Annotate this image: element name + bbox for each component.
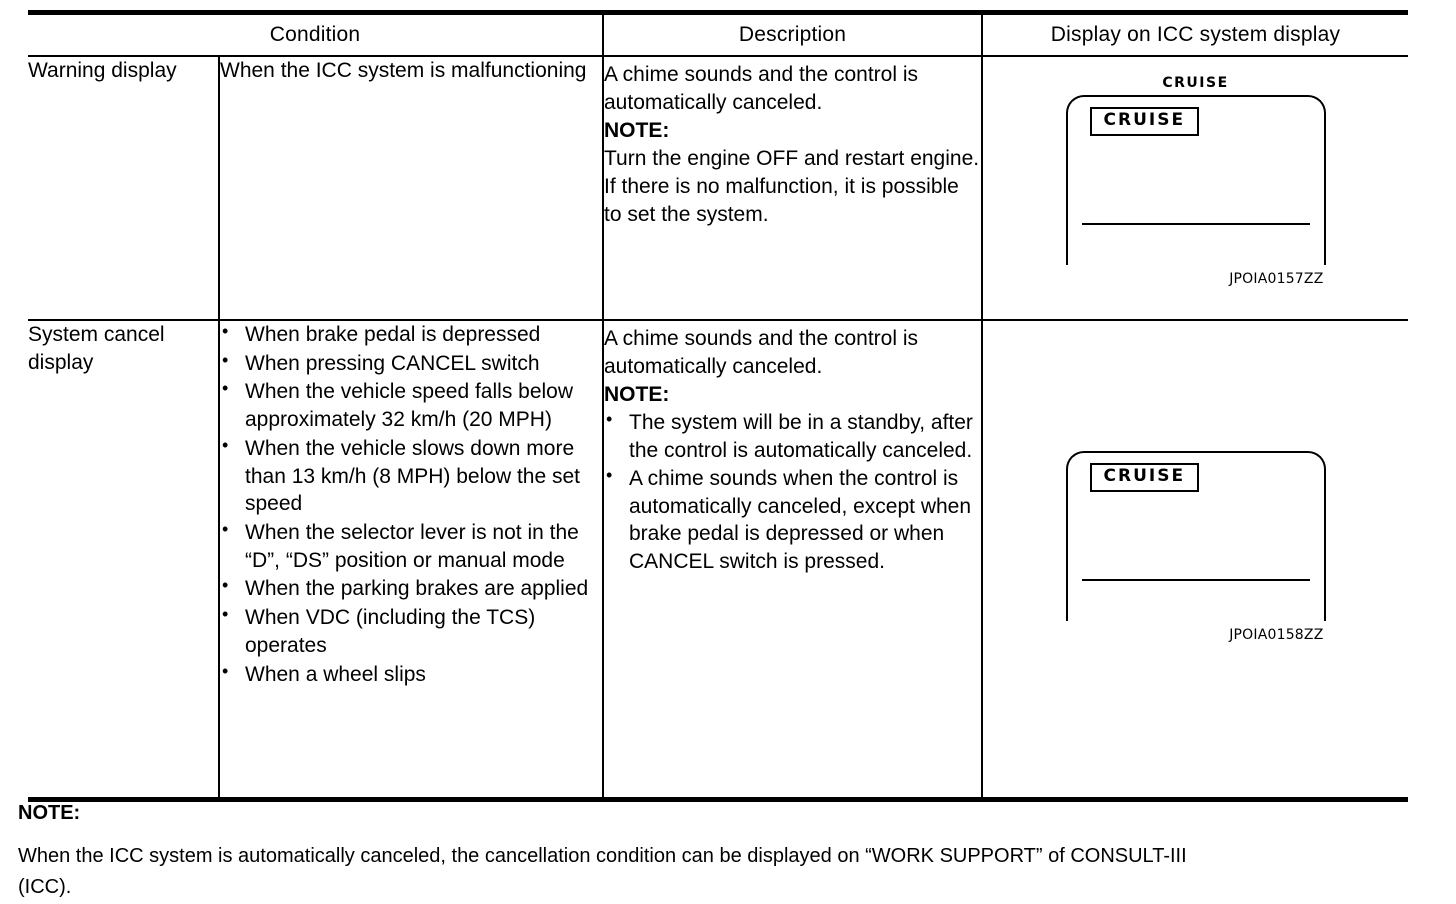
footer-note-line-1: When the ICC system is automatically can… (18, 845, 1187, 867)
footer-note-line-2: (ICC). (18, 876, 72, 898)
list-item: A chime sounds when the control is autom… (604, 464, 981, 577)
cruise-indicator-box: CRUISE (1089, 463, 1200, 492)
row-condition-system-cancel-display: When brake pedal is depressed When press… (219, 320, 604, 802)
row-condition-warning-display: When the ICC system is malfunctioning (219, 56, 604, 321)
description-note-text: Turn the engine OFF and restart engine. … (604, 146, 980, 226)
table-row: System cancel display When brake pedal i… (28, 320, 1408, 802)
screen-divider-line (1081, 223, 1310, 225)
screen-divider-line (1081, 579, 1310, 581)
cruise-indicator-box: CRUISE (1089, 107, 1200, 136)
list-item: The system will be in a standby, after t… (604, 408, 981, 465)
list-item: When a wheel slips (220, 660, 602, 689)
icc-screen-outline: CRUISE (1065, 95, 1326, 265)
row-label-warning-display: Warning display (28, 56, 220, 321)
cruise-top-label: CRUISE (1162, 75, 1229, 91)
icc-display-conditions-table: Condition Description Display on ICC sys… (28, 10, 1408, 802)
row-description-system-cancel-display: A chime sounds and the control is automa… (603, 320, 983, 802)
row-description-warning-display: A chime sounds and the control is automa… (603, 56, 983, 321)
description-note-bullet-list: The system will be in a standby, after t… (604, 408, 981, 577)
table-row: Warning display When the ICC system is m… (28, 56, 1408, 321)
header-display: Display on ICC system display (982, 10, 1408, 57)
description-intro: A chime sounds and the control is automa… (604, 327, 919, 378)
table-header-row: Condition Description Display on ICC sys… (28, 10, 1408, 57)
row-display-warning-display: CRUISE CRUISE JPOIA0157ZZ (982, 56, 1408, 321)
footer-note-text: When the ICC system is automatically can… (18, 841, 1420, 903)
list-item: When VDC (including the TCS) operates (220, 603, 602, 659)
icc-display-figure-2: CRUISE JPOIA0158ZZ (1065, 431, 1326, 643)
header-condition: Condition (28, 10, 604, 57)
figure-code: JPOIA0158ZZ (1229, 627, 1324, 643)
figure-code: JPOIA0157ZZ (1229, 271, 1324, 287)
list-item: When the parking brakes are applied (220, 574, 602, 603)
header-description: Description (603, 10, 983, 57)
icc-display-figure-1: CRUISE CRUISE JPOIA0157ZZ (1065, 75, 1326, 287)
row-label-system-cancel-display: System cancel display (28, 320, 220, 802)
icc-screen-outline: CRUISE (1065, 451, 1326, 621)
description-note-label: NOTE: (604, 382, 670, 406)
description-intro: A chime sounds and the control is automa… (604, 63, 919, 114)
description-note-label: NOTE: (604, 118, 670, 142)
footer-note-label: NOTE: (18, 802, 81, 824)
footer-note: NOTE: When the ICC system is automatical… (18, 802, 1420, 903)
list-item: When pressing CANCEL switch (220, 349, 602, 378)
condition-bullet-list: When brake pedal is depressed When press… (220, 320, 602, 689)
list-item: When brake pedal is depressed (220, 320, 602, 349)
list-item: When the vehicle speed falls below appro… (220, 377, 602, 433)
list-item: When the vehicle slows down more than 13… (220, 434, 602, 518)
list-item: When the selector lever is not in the “D… (220, 518, 602, 574)
row-display-system-cancel-display: CRUISE JPOIA0158ZZ (982, 320, 1408, 802)
